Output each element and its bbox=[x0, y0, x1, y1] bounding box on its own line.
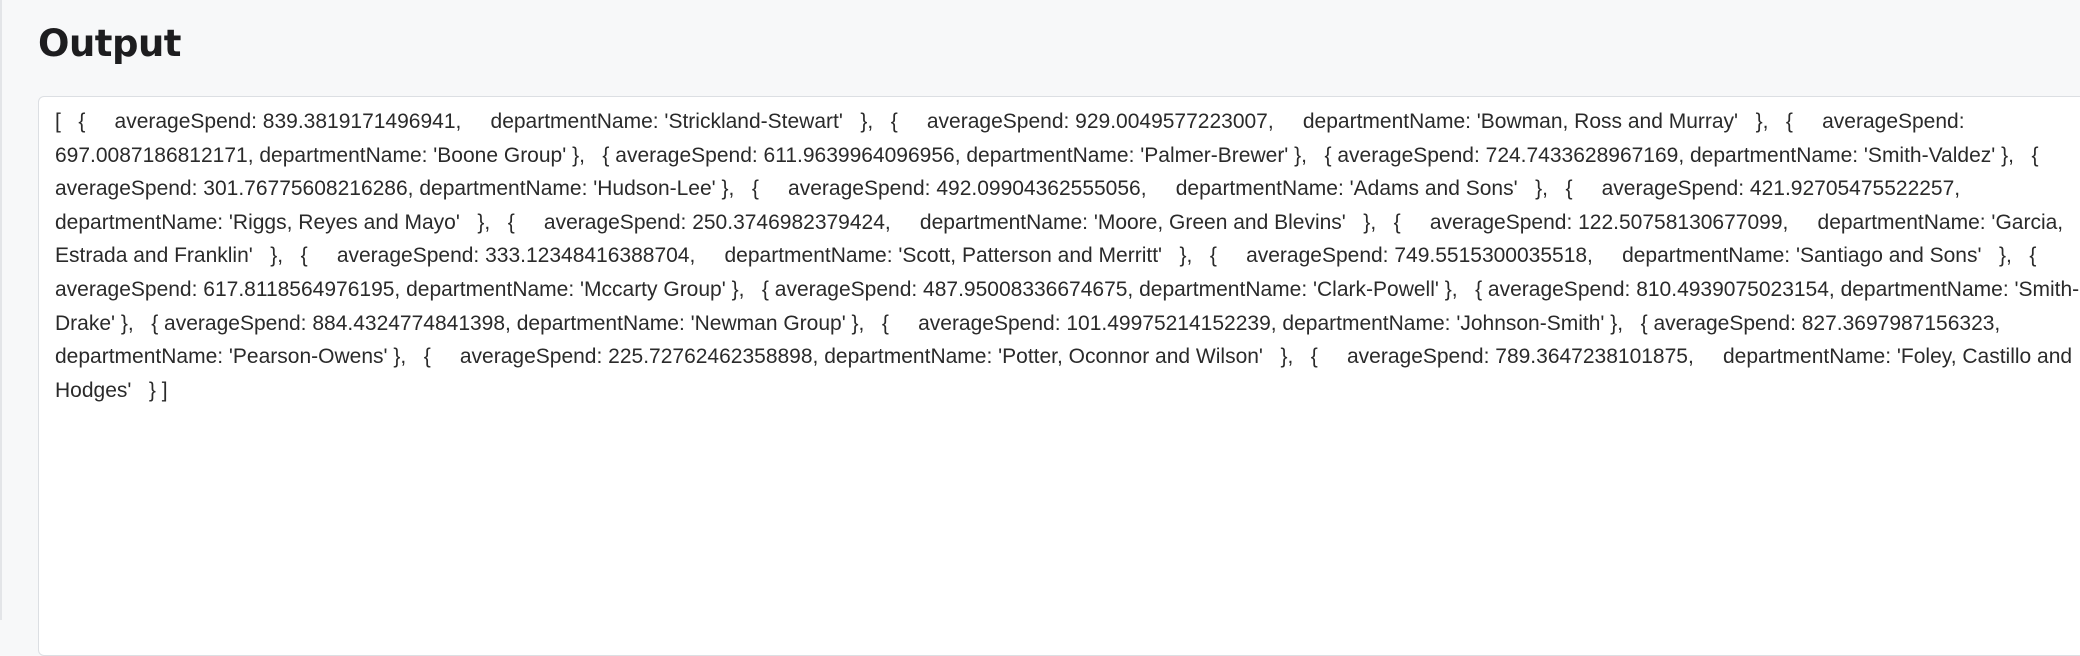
output-textarea[interactable]: [ { averageSpend: 839.3819171496941, dep… bbox=[38, 96, 2080, 656]
output-title: Output bbox=[38, 22, 182, 65]
output-text: [ { averageSpend: 839.3819171496941, dep… bbox=[55, 110, 2080, 402]
